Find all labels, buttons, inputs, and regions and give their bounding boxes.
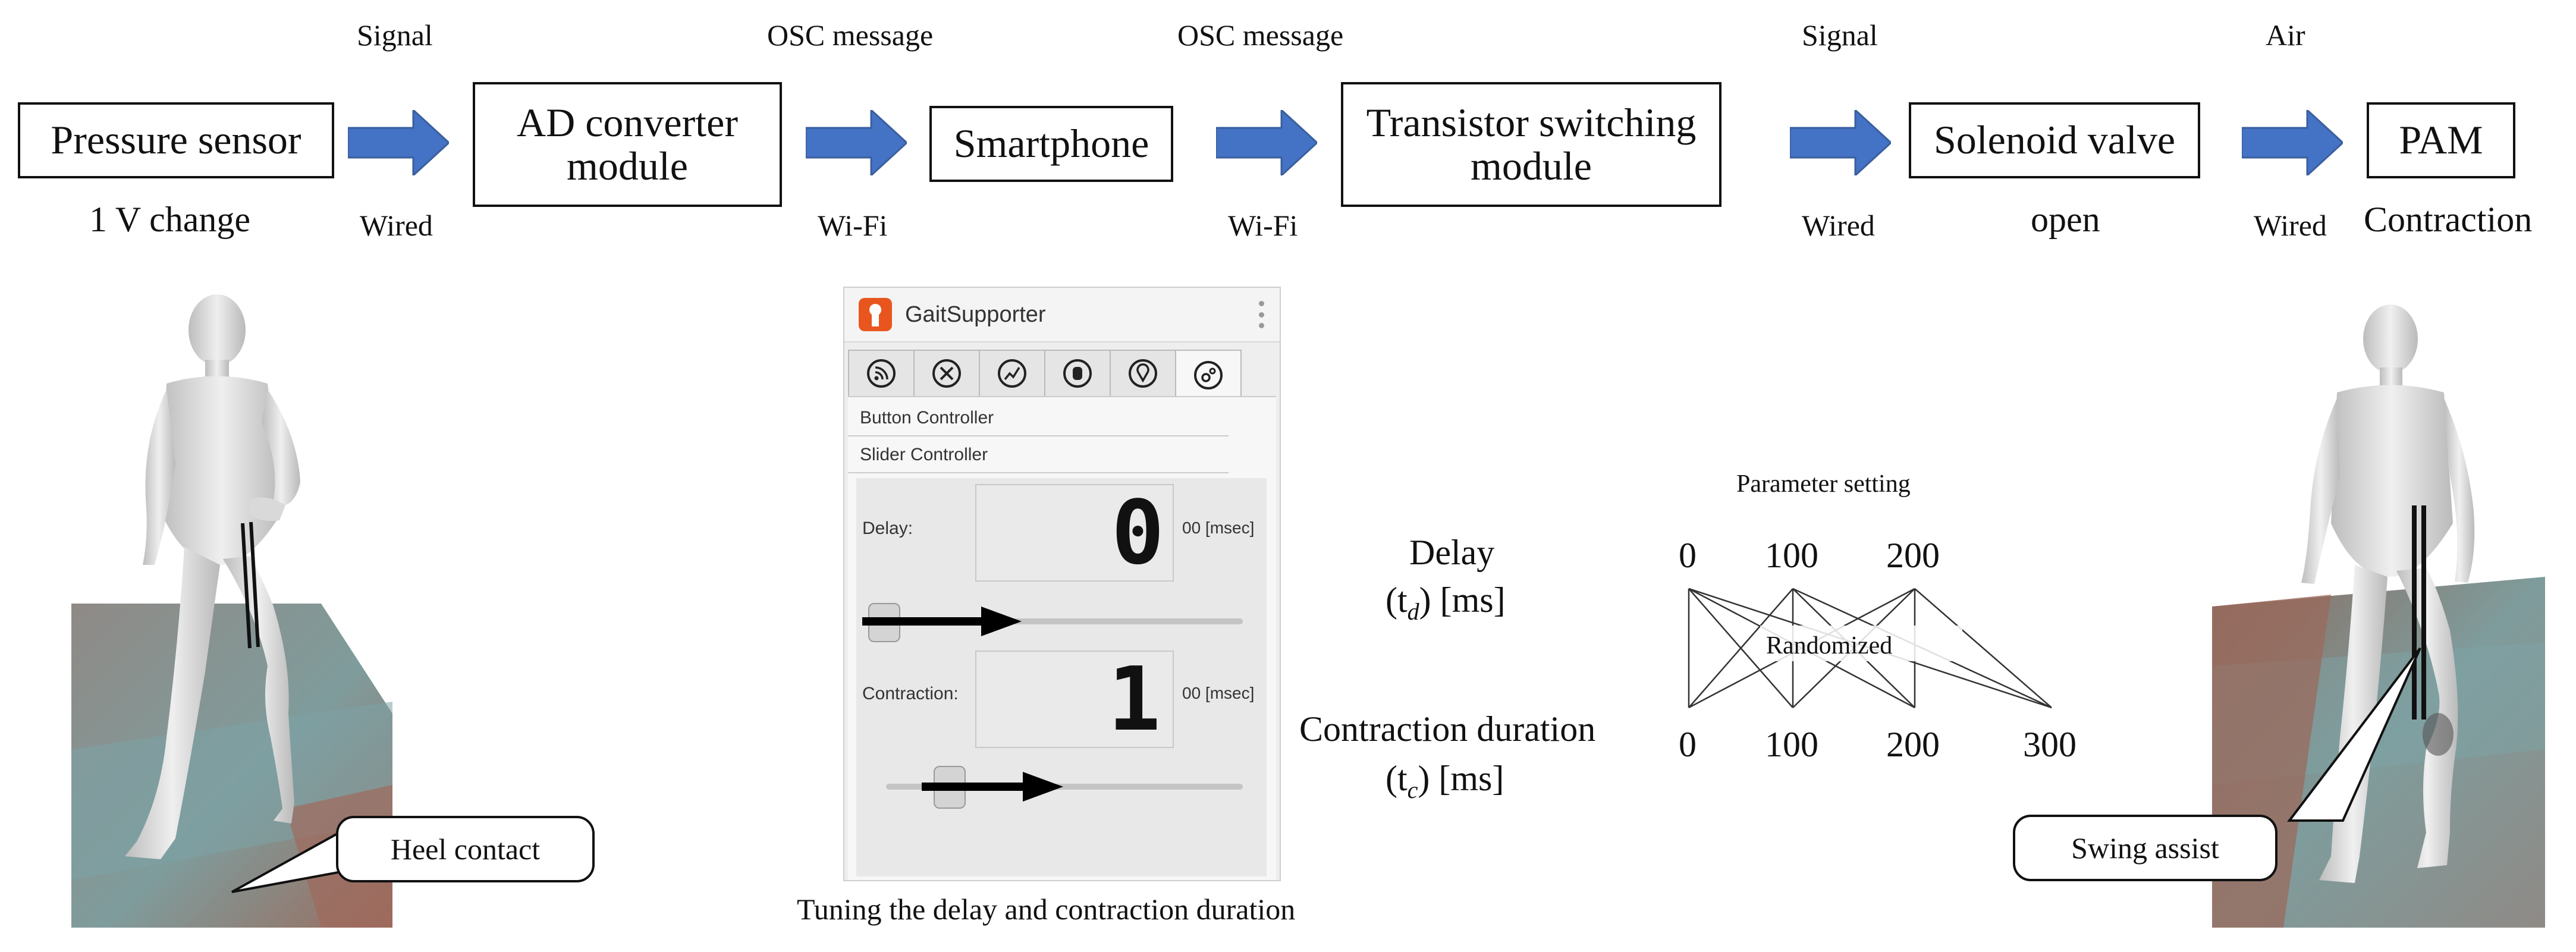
delay-value-100: 100 (1765, 536, 1818, 575)
transistor-switching-box: Transistor switching module (1341, 82, 1721, 207)
sensor-note: 1 V change (89, 200, 251, 239)
contraction-symbol-unit: ) [ms] (1418, 759, 1504, 798)
delay-slider-arrow (862, 607, 1022, 636)
bottom-label-wifi-2: Wi-Fi (1228, 209, 1298, 242)
app-title: GaitSupporter (905, 301, 1046, 327)
chart-icon (998, 359, 1026, 388)
delay-param-symbol: (td) [ms] (1386, 580, 1506, 626)
arrow-5 (2242, 110, 2343, 175)
delay-symbol-text: (t (1386, 580, 1408, 620)
contraction-digit: 1 (1107, 648, 1161, 750)
delay-display: 0 (975, 484, 1174, 582)
swing-assist-callout: Swing assist (2013, 815, 2277, 881)
contraction-value-100: 100 (1765, 725, 1818, 764)
slider-controller-header[interactable]: Slider Controller (848, 438, 1229, 473)
delay-value-200: 200 (1886, 536, 1940, 575)
database-icon (1063, 359, 1092, 388)
top-label-osc-2: OSC message (1177, 18, 1344, 52)
delay-label: Delay: (862, 519, 913, 538)
app-logo-icon (859, 298, 892, 331)
slider-area: Delay: 0 00 [msec] Contraction: 1 00 [ms… (856, 478, 1267, 876)
smartphone-box: Smartphone (929, 106, 1173, 182)
delay-slider-track (862, 618, 1243, 624)
right-figure-illustration (2212, 304, 2545, 928)
delay-param-label: Delay (1409, 533, 1495, 572)
bottom-label-wired-3: Wired (2254, 209, 2327, 242)
contraction-slider[interactable] (886, 766, 1243, 809)
delay-unit: 00 [msec] (1182, 519, 1255, 537)
tab-database[interactable] (1045, 350, 1111, 397)
right-callout-pointer (2286, 647, 2421, 822)
settings-icon (1194, 361, 1223, 389)
top-label-osc-1: OSC message (767, 18, 934, 52)
tools-icon (932, 359, 961, 388)
solenoid-valve-box: Solenoid valve (1909, 102, 2200, 178)
pam-note: Contraction (2364, 200, 2533, 239)
button-controller-header[interactable]: Button Controller (848, 401, 1229, 436)
top-label-signal-1: Signal (357, 18, 433, 52)
app-screenshot: GaitSupporter Button Controller (843, 287, 1281, 881)
arrow-1 (348, 110, 449, 175)
arrow-3 (1216, 110, 1317, 175)
content-panel: Button Controller Slider Controller Dela… (848, 396, 1276, 880)
tab-bar (848, 350, 1242, 400)
contraction-param-label: Contraction duration (1299, 709, 1596, 749)
location-icon (1129, 359, 1157, 388)
arrow-4 (1790, 110, 1891, 175)
contraction-symbol-text: (t (1386, 759, 1408, 798)
parameter-setting-title: Parameter setting (1736, 470, 1911, 498)
delay-value-0: 0 (1679, 536, 1697, 575)
right-walking-figure (2212, 297, 2545, 928)
delay-slider[interactable] (862, 603, 1243, 642)
contraction-param-symbol: (tc) [ms] (1386, 758, 1504, 804)
tab-location[interactable] (1111, 350, 1176, 397)
contraction-value-200: 200 (1886, 725, 1940, 764)
contraction-display: 1 (975, 651, 1174, 748)
heel-contact-callout: Heel contact (336, 816, 595, 882)
contraction-value-300: 300 (2023, 725, 2076, 764)
contraction-slider-track (886, 784, 1243, 790)
tab-rss[interactable] (848, 350, 915, 397)
randomized-label: Randomized (1766, 632, 1893, 659)
bottom-label-wired-1: Wired (360, 209, 433, 242)
tab-chart[interactable] (980, 350, 1045, 397)
tab-settings[interactable] (1176, 350, 1242, 400)
button-controller-label: Button Controller (860, 408, 994, 428)
delay-symbol-unit: ) [ms] (1419, 580, 1506, 620)
slider-controller-label: Slider Controller (860, 445, 988, 464)
pressure-sensor-box: Pressure sensor (18, 102, 334, 178)
contraction-symbol-sub: c (1407, 777, 1418, 803)
contraction-label: Contraction: (862, 684, 959, 703)
top-label-air: Air (2266, 18, 2305, 52)
top-label-signal-2: Signal (1802, 18, 1878, 52)
app-caption: Tuning the delay and contraction duratio… (797, 893, 1296, 926)
contraction-slider-arrow (922, 772, 1063, 802)
bottom-label-wired-2: Wired (1802, 209, 1875, 242)
delay-digit: 0 (1111, 482, 1164, 584)
app-title-bar: GaitSupporter (844, 288, 1280, 343)
tab-tools[interactable] (915, 350, 980, 397)
bottom-label-wifi-1: Wi-Fi (818, 209, 888, 242)
contraction-value-0: 0 (1679, 725, 1697, 764)
ad-converter-box: AD converter module (473, 82, 782, 207)
rss-icon (867, 359, 896, 388)
pam-box: PAM (2367, 102, 2515, 178)
parameter-graph (1688, 587, 2052, 709)
overflow-menu-icon[interactable] (1258, 301, 1264, 328)
valve-note: open (2031, 200, 2100, 239)
contraction-unit: 00 [msec] (1182, 684, 1255, 702)
delay-symbol-sub: d (1407, 598, 1419, 625)
arrow-2 (806, 110, 907, 175)
